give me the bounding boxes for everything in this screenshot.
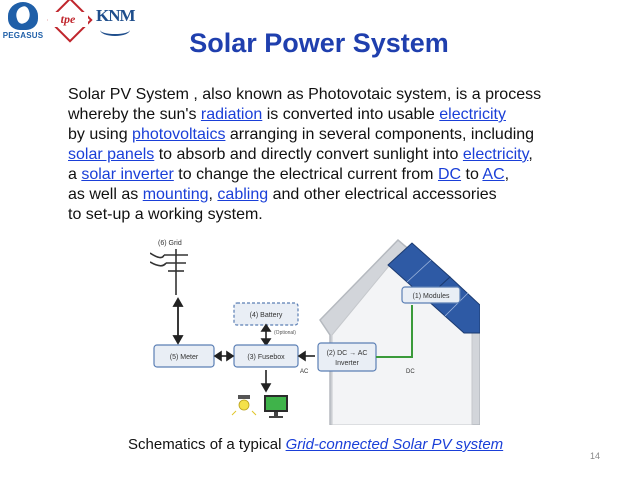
paragraph-text: , (208, 186, 218, 203)
dc-label: DC (406, 369, 415, 375)
battery-fusebox-arrow (260, 323, 272, 347)
grid-meter-arrow (172, 297, 184, 345)
paragraph-link-solar-inverter[interactable]: solar inverter (81, 166, 174, 183)
pegasus-horse-icon (8, 2, 38, 30)
inverter-label-line2: Inverter (335, 360, 359, 367)
paragraph-link-cabling[interactable]: cabling (217, 186, 269, 203)
paragraph-text: to change the electrical current from (173, 166, 438, 183)
paragraph-text: to (461, 166, 483, 183)
paragraph-text: Solar PV System , also known as Photovot… (68, 86, 542, 103)
paragraph-link-radiation[interactable]: radiation (200, 106, 263, 123)
paragraph-text: whereby the sun's (68, 106, 201, 123)
figure-caption: Schematics of a typical Grid-connected S… (128, 436, 503, 453)
page-number: 14 (590, 451, 601, 461)
grid-label: (6) Grid (158, 240, 182, 247)
tpe-logo: tpe (47, 0, 93, 43)
paragraph-text: as well as (68, 186, 143, 203)
inverter-fusebox-arrow (297, 350, 315, 362)
fusebox-load-arrow (260, 370, 272, 393)
paragraph-link-mounting[interactable]: mounting (142, 186, 209, 203)
caption-prefix: Schematics of a typical (128, 436, 286, 453)
paragraph-text: arranging in several components, includi… (225, 126, 535, 143)
caption-link[interactable]: Grid-connected Solar PV system (285, 436, 504, 453)
paragraph-text: to set-up a working system. (68, 206, 263, 223)
paragraph-link-ac[interactable]: AC (482, 166, 505, 183)
paragraph-text: and other electrical accessories (268, 186, 497, 203)
modules-box (401, 286, 461, 304)
body-paragraph: Solar PV System , also known as Photovot… (68, 85, 628, 225)
paragraph-text: , (504, 166, 510, 183)
knm-logo-text: KNM (96, 6, 136, 25)
lamp-icon (231, 395, 257, 416)
logo-strip: PEGASUS tpe KNM (2, 0, 136, 46)
paragraph-text: to absorb and directly convert sunlight … (154, 146, 463, 163)
knm-logo: KNM (96, 2, 136, 42)
paragraph-link-dc[interactable]: DC (437, 166, 462, 183)
inverter-label-line1: (2) DC → AC (327, 350, 368, 357)
optional-label: (Optional) (274, 330, 296, 336)
fusebox-label: (3) Fusebox (247, 354, 285, 361)
modules-label: (1) Modules (413, 293, 450, 300)
paragraph-link-electricity[interactable]: electricity (439, 106, 506, 123)
meter-fusebox-arrow (213, 350, 235, 362)
battery-label: (4) Battery (250, 312, 283, 319)
paragraph-text: a (68, 166, 82, 183)
tpe-logo-text: tpe (48, 12, 88, 27)
ac-label: AC (300, 369, 309, 375)
pegasus-logo-text: PEGASUS (2, 31, 44, 40)
slide-title: Solar Power System (189, 28, 449, 58)
dc-wire (376, 305, 413, 358)
paragraph-text: , (528, 146, 533, 163)
paragraph-text: is converted into usable (262, 106, 440, 123)
meter-label: (5) Meter (170, 354, 199, 361)
monitor-icon (264, 395, 288, 418)
paragraph-link-photovoltaics[interactable]: photovoltaics (132, 126, 226, 143)
pegasus-logo: PEGASUS (2, 2, 44, 42)
paragraph-link-electricity[interactable]: electricity (462, 146, 529, 163)
power-grid-icon (150, 249, 188, 295)
paragraph-text: by using (68, 126, 133, 143)
solar-pv-schematic: (6) Grid (4) Battery (Optional) (5) Mete… (150, 238, 480, 425)
knm-arc-icon (100, 24, 130, 36)
paragraph-link-solar-panels[interactable]: solar panels (68, 146, 155, 163)
